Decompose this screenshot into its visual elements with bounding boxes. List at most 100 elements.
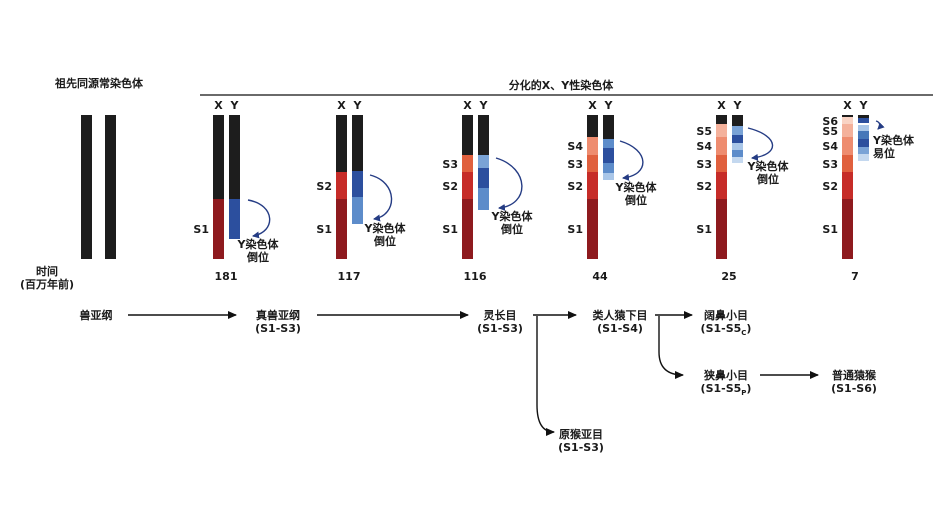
inversion-arrow	[747, 127, 774, 161]
note-line-2: 倒位	[625, 194, 647, 207]
stage-117	[336, 115, 393, 259]
taxon-mammalia: 兽亚纲	[79, 309, 113, 322]
stratum-label-S3: S3	[442, 157, 458, 171]
y-stratum-block	[603, 148, 614, 163]
y-stratum-block	[858, 139, 869, 147]
stratum-label-S1: S1	[442, 223, 458, 236]
x-stratum-S3	[716, 155, 727, 172]
taxon-platyrrhini-range-end: )	[746, 322, 752, 335]
taxon-catarrhini-range-main: (S1-S5	[700, 382, 742, 395]
x-stratum-S1	[587, 199, 598, 259]
taxon-catarrhini-range: (S1-S5P)	[701, 382, 752, 397]
inversion-arrow	[369, 174, 393, 222]
taxon-catarrhini-range-end: )	[746, 382, 752, 395]
y-stratum-block	[732, 143, 743, 150]
note-line-1: Y染色体	[364, 222, 406, 235]
inversion-arrow	[875, 120, 885, 130]
stratum-label-S5: S5	[822, 124, 838, 138]
x-stratum-S4	[716, 137, 727, 155]
x-stratum-S6	[842, 117, 853, 124]
stages-layer	[213, 115, 885, 259]
y-stratum-block	[732, 157, 743, 163]
y-stratum-block	[229, 199, 240, 239]
x-stratum-S1	[842, 199, 853, 259]
note-line-1: Y染色体	[873, 134, 914, 147]
x-label: X	[588, 99, 597, 112]
taxon-catarrhini: 狭鼻小目 (S1-S5P)	[701, 369, 752, 397]
inversion-arrow	[619, 140, 644, 181]
stratum-label-S1: S1	[696, 223, 712, 236]
note-line-2: 倒位	[501, 223, 523, 236]
y-stratum-block	[478, 188, 489, 210]
stratum-label-S6: S6	[822, 114, 838, 128]
y-stratum-block	[732, 150, 743, 157]
taxon-simiiformes: 类人猿下目 (S1-S4)	[593, 309, 648, 335]
y-label: Y	[859, 99, 868, 112]
differentiated-header: 分化的X、Y性染色体	[508, 79, 614, 92]
stratum-label-S4: S4	[822, 140, 838, 153]
taxon-primates: 灵长目 (S1-S3)	[477, 309, 523, 335]
taxon-primates-name: 灵长目	[483, 309, 517, 322]
ancestral-chromosome-1	[81, 115, 92, 259]
y-stratum-block	[858, 118, 869, 123]
taxon-primates-range: (S1-S3)	[477, 322, 523, 335]
x-stratum-S4	[842, 137, 853, 155]
y-inversion-note: Y染色体易位	[873, 134, 914, 160]
inversion-arrow	[495, 157, 523, 211]
arrow-simiiformes-catarrhini	[658, 316, 684, 379]
taxon-platyrrhini: 阔鼻小目 (S1-S5C)	[701, 309, 752, 337]
taxon-eutheria: 真兽亚纲 (S1-S3)	[255, 309, 301, 335]
note-line-1: Y染色体	[237, 238, 279, 251]
y-label: Y	[230, 99, 239, 112]
stratum-label-S5: S5	[696, 124, 712, 138]
x-stratum-S1	[336, 199, 347, 259]
x-label: X	[463, 99, 472, 112]
stratum-label-S1: S1	[193, 223, 209, 236]
x-chromosome-181	[213, 115, 224, 259]
x-stratum-S2	[462, 172, 473, 199]
x-stratum-S3	[587, 155, 598, 172]
x-stratum-S2	[587, 172, 598, 199]
stratum-label-S2: S2	[567, 179, 583, 193]
x-stratum-S4	[587, 137, 598, 155]
y-stratum-block	[478, 155, 489, 168]
stage-44	[587, 115, 644, 259]
stage-7	[842, 115, 885, 259]
y-stratum-block	[603, 139, 614, 148]
arrow-primates-strepsirrhini	[536, 316, 555, 436]
stratum-label-S1: S1	[567, 223, 583, 236]
taxon-catarrhini-range-sub: P	[741, 389, 747, 397]
time-value-117: 117	[337, 270, 361, 283]
time-value-7: 7	[851, 270, 859, 283]
y-chromosome-116	[478, 115, 489, 155]
ancestral-chromosome-2	[105, 115, 116, 259]
y-chromosome-25	[732, 115, 743, 126]
stage-181	[213, 115, 271, 259]
x-stratum-S1	[716, 199, 727, 259]
stratum-label-S2: S2	[822, 179, 838, 193]
y-stratum-block	[732, 135, 743, 143]
time-label: 时间 (百万年前)	[20, 265, 74, 291]
taxon-platyrrhini-name: 阔鼻小目	[703, 309, 748, 322]
stage-25	[716, 115, 774, 259]
x-stratum-S3	[462, 155, 473, 172]
taxon-hominoidea-range: (S1-S6)	[831, 382, 877, 395]
taxon-simiiformes-range: (S1-S4)	[597, 322, 643, 335]
note-line-1: Y染色体	[615, 181, 657, 194]
y-label: Y	[353, 99, 362, 112]
taxon-catarrhini-name: 狭鼻小目	[703, 369, 748, 382]
time-value-116: 116	[463, 270, 487, 283]
y-label: Y	[479, 99, 488, 112]
taxon-hominoidea-name: 普通猿猴	[832, 369, 876, 382]
y-stratum-block	[603, 173, 614, 180]
y-stratum-block	[352, 171, 363, 197]
note-line-1: Y染色体	[747, 160, 789, 173]
y-stratum-block	[603, 163, 614, 173]
taxon-platyrrhini-range-main: (S1-S5	[700, 322, 742, 335]
y-chromosome-117	[352, 115, 363, 171]
phylogeny-arrows	[128, 311, 819, 436]
taxon-strepsirrhini-name: 原猴亚目	[559, 428, 603, 441]
time-value-181: 181	[214, 270, 238, 283]
stratum-label-S2: S2	[316, 179, 332, 193]
x-stratum-S5	[716, 124, 727, 137]
